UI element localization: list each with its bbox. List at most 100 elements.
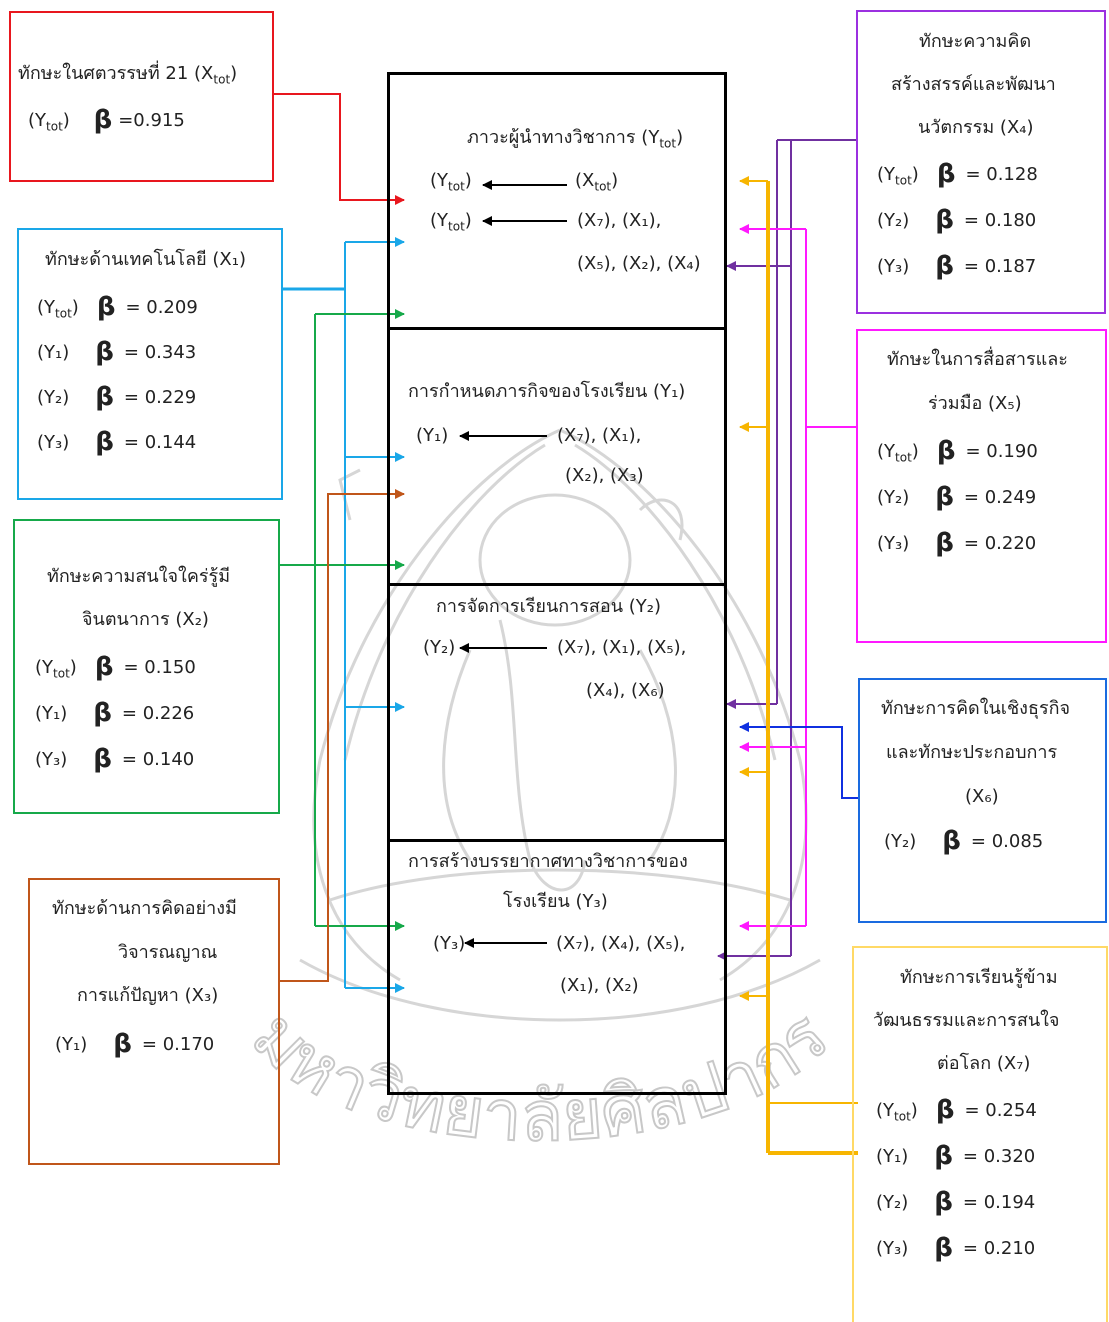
x2-title2: จินตนาการ (X₂) — [82, 609, 209, 630]
row-label: (Y — [876, 1100, 895, 1121]
beta-symbol: β — [935, 251, 954, 281]
beta-symbol: β — [934, 1187, 953, 1217]
beta-symbol: β — [936, 436, 956, 466]
row-label: (Y₁) — [876, 1146, 909, 1167]
row-label: (Y₂) — [877, 210, 910, 231]
row-label: (Y₁) — [37, 342, 70, 363]
beta-value: = 0.343 — [123, 342, 197, 363]
y3-title: การสร้างบรรยากาศทางวิชาการของ — [408, 851, 688, 872]
beta-symbol: β — [94, 652, 114, 682]
x3-beta-row: (Y₁)β= 0.170 — [55, 1031, 215, 1057]
row-label: (Y₃) — [877, 256, 910, 277]
x4-beta-row: (Ytot)β= 0.128 — [877, 159, 1038, 189]
connector-orange — [739, 176, 858, 1155]
x5-title: ทักษะในการสื่อสารและ — [887, 349, 1068, 370]
x7-box — [852, 946, 1108, 1322]
beta-symbol: β — [936, 159, 956, 189]
connector-green — [280, 309, 405, 931]
x7-beta-row: (Y₁) β = 0.320 — [876, 1141, 1036, 1171]
y2-left: (Y₂) — [423, 637, 456, 658]
x1-beta-row: (Y₂)β= 0.229 — [37, 382, 196, 412]
beta-symbol: β — [95, 382, 114, 412]
x5-beta-row: (Y₂)β= 0.249 — [877, 484, 1037, 510]
row-label: (Y₃) — [877, 533, 910, 554]
connector-red — [273, 93, 405, 205]
x1-title: ทักษะด้านเทคโนโลยี (X₁) — [45, 249, 246, 270]
y1-left: (Y₁) — [416, 425, 449, 446]
beta-value: = 0.180 — [963, 210, 1037, 231]
x2-beta-row: (Y₃)β= 0.140 — [35, 746, 195, 772]
x4-title: ทักษะความคิด — [919, 31, 1032, 52]
beta-value: = 0.140 — [121, 749, 195, 770]
y1-title: การกำหนดภารกิจของโรงเรียน (Y₁) — [408, 381, 686, 402]
x2-box — [13, 519, 280, 814]
y2-right: (X₇), (X₁), (X₅), — [557, 637, 687, 658]
x6-title: ทักษะการคิดในเชิงธุรกิจ — [881, 698, 1071, 719]
row-label: (Y₃) — [876, 1238, 909, 1259]
row-label: (Y₂) — [884, 831, 917, 852]
x2-beta-row: (Y₁)β= 0.226 — [35, 698, 194, 728]
x6-title3: (X₆) — [965, 786, 999, 807]
connector-cyan — [282, 237, 405, 993]
beta-symbol: β — [95, 427, 114, 457]
x5-beta-row: (Ytot)β= 0.190 — [877, 436, 1038, 466]
connector-blue — [739, 722, 858, 799]
beta-symbol: β — [96, 292, 116, 322]
ytot-row1-right: (Xtot) — [575, 170, 619, 194]
beta-value: = 0.249 — [963, 487, 1037, 508]
x6-beta-row: (Y₂)β= 0.085 — [884, 826, 1043, 856]
beta-symbol: β — [935, 1095, 955, 1125]
center-ytot-box — [387, 72, 727, 330]
beta-value: = 0.128 — [965, 164, 1038, 185]
y3-left: (Y₃) — [433, 933, 466, 954]
x6-title2: และทักษะประกอบการ — [886, 742, 1058, 763]
connector-brown — [280, 489, 405, 982]
row-label: (Y₁) — [55, 1034, 88, 1055]
row-label: (Y₃) — [37, 432, 70, 453]
x3-box — [28, 878, 280, 1165]
beta-symbol: β — [934, 1233, 953, 1263]
beta-symbol: β — [93, 698, 112, 728]
center-y1-box — [387, 327, 727, 586]
row-label: (Y₃) — [35, 749, 68, 770]
xtot-row: (Ytot) β=0.915 — [28, 105, 185, 135]
y3-right: (X₇), (X₄), (X₅), — [556, 933, 686, 954]
x1-beta-row: (Y₁)β= 0.343 — [37, 339, 197, 365]
row-label: (Y₂) — [877, 487, 910, 508]
connector-magenta — [739, 224, 858, 931]
x4-beta-row: (Y₃)β= 0.187 — [877, 251, 1036, 281]
beta-value: = 0.144 — [123, 432, 197, 453]
beta-value: = 0.170 — [141, 1034, 215, 1055]
y1-right2: (X₂), (X₃) — [565, 465, 644, 486]
beta-value: = 0.320 — [962, 1146, 1036, 1167]
x7-title2: วัฒนธรรมและการสนใจ — [873, 1010, 1060, 1031]
x2-beta-row: (Ytot)β= 0.150 — [35, 652, 196, 682]
x1-beta-row: (Ytot)β= 0.209 — [37, 292, 198, 322]
ytot-row2-left: (Ytot) — [430, 210, 472, 234]
x7-beta-row: (Y₃) β = 0.210 — [876, 1233, 1036, 1263]
x4-title3: นวัตกรรม (X₄) — [918, 117, 1034, 138]
ytot-row1-left: (Ytot) — [430, 170, 472, 194]
ytot-row2-right: (X₇), (X₁), — [577, 210, 662, 231]
beta-symbol: β — [942, 826, 961, 856]
beta-value: = 0.209 — [125, 297, 198, 318]
center-y3-box — [387, 839, 727, 1095]
center-y2-box — [387, 583, 727, 842]
row-label: (Y — [37, 297, 56, 318]
beta-symbol: β — [934, 1141, 953, 1171]
beta-value: = 0.210 — [962, 1238, 1036, 1259]
x1-box — [17, 228, 283, 500]
x5-title2: ร่วมมือ (X₅) — [928, 393, 1022, 414]
beta-value: = 0.220 — [963, 533, 1037, 554]
x7-title3: ต่อโลก (X₇) — [937, 1053, 1031, 1074]
x7-beta-row: (Ytot)β= 0.254 — [876, 1095, 1037, 1125]
x4-beta-row: (Y₂) β = 0.180 — [877, 205, 1037, 235]
y3-title2: โรงเรียน (Y₃) — [503, 891, 608, 912]
beta-symbol: β — [935, 205, 954, 235]
y2-right2: (X₄), (X₆) — [586, 680, 665, 701]
internal-arrows — [459, 180, 567, 948]
xtot-title: ทักษะในศตวรรษที่ 21 (Xtot) — [18, 63, 238, 87]
y1-right: (X₇), (X₁), — [557, 425, 642, 446]
